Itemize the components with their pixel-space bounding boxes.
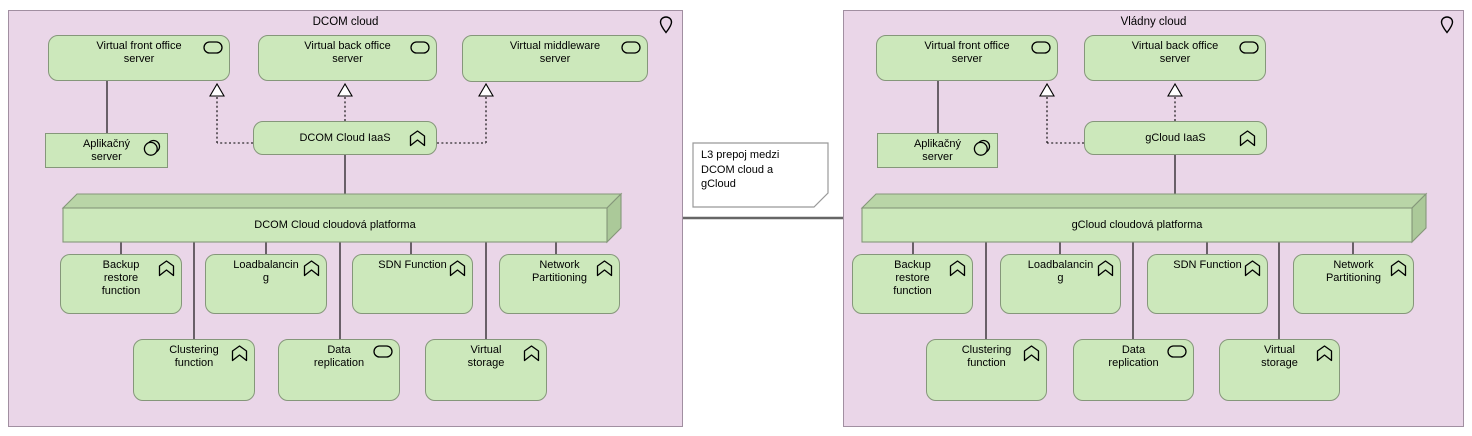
node-label: Virtual storage bbox=[1261, 344, 1298, 369]
system-software-icon bbox=[143, 139, 161, 156]
dcom-node-iaas[interactable]: DCOM Cloud IaaS bbox=[253, 121, 437, 155]
function-icon bbox=[1390, 260, 1407, 277]
gcloud-node-iaas[interactable]: gCloud IaaS bbox=[1084, 121, 1267, 155]
dcom-node-backup-restore-function[interactable]: Backup restore function bbox=[60, 254, 182, 314]
node-label: Backup restore function bbox=[101, 259, 141, 297]
dcom-node-clustering-function[interactable]: Clustering function bbox=[133, 339, 255, 401]
technology-service-icon bbox=[621, 41, 641, 54]
dcom-node-virtual-back-office-server[interactable]: Virtual back office server bbox=[258, 35, 437, 81]
dcom-node-aplikacny-server[interactable]: Aplikačný server bbox=[45, 133, 168, 168]
node-label: Virtual back office server bbox=[1131, 40, 1219, 65]
node-label: DCOM Cloud cloudová platforma bbox=[254, 219, 416, 231]
gcloud-node-virtual-front-office-server[interactable]: Virtual front office server bbox=[876, 35, 1058, 81]
function-icon bbox=[1023, 345, 1040, 362]
technology-service-icon bbox=[1167, 345, 1187, 358]
node-label: Clustering function bbox=[961, 344, 1012, 369]
gcloud-node-platform[interactable]: gCloud cloudová platforma bbox=[862, 208, 1412, 242]
function-icon bbox=[303, 260, 320, 277]
function-icon bbox=[409, 130, 426, 147]
technology-service-icon bbox=[1239, 41, 1259, 54]
gcloud-node-virtual-back-office-server[interactable]: Virtual back office server bbox=[1084, 35, 1266, 81]
node-label: gCloud cloudová platforma bbox=[1071, 219, 1203, 231]
technology-service-icon bbox=[1031, 41, 1051, 54]
node-label: Loadbalancin g bbox=[1027, 259, 1094, 284]
function-icon bbox=[949, 260, 966, 277]
dcom-node-loadbalancing[interactable]: Loadbalancin g bbox=[205, 254, 327, 314]
location-pin-icon bbox=[1440, 16, 1454, 34]
location-pin-icon bbox=[659, 16, 673, 34]
node-label: Network Partitioning bbox=[531, 259, 588, 284]
dcom-node-network-partitioning[interactable]: Network Partitioning bbox=[499, 254, 620, 314]
function-icon bbox=[523, 345, 540, 362]
dcom-node-virtual-middleware-server[interactable]: Virtual middleware server bbox=[462, 35, 648, 82]
node-label: Aplikačný server bbox=[913, 138, 962, 163]
node-label: Loadbalancin g bbox=[233, 259, 299, 284]
node-label: Virtual storage bbox=[467, 344, 505, 369]
node-label: Virtual front office server bbox=[924, 40, 1010, 65]
technology-service-icon bbox=[410, 41, 430, 54]
node-label: SDN Function bbox=[1173, 259, 1242, 271]
technology-service-icon bbox=[203, 41, 223, 54]
node-label: SDN Function bbox=[378, 259, 447, 271]
dcom-node-sdn-function[interactable]: SDN Function bbox=[352, 254, 473, 314]
node-label: Data replication bbox=[313, 344, 365, 369]
node-label: gCloud IaaS bbox=[1145, 131, 1206, 144]
function-icon bbox=[596, 260, 613, 277]
location-title: Vládny cloud bbox=[1120, 16, 1187, 28]
gcloud-node-sdn-function[interactable]: SDN Function bbox=[1147, 254, 1268, 314]
function-icon bbox=[1097, 260, 1114, 277]
gcloud-node-loadbalancing[interactable]: Loadbalancin g bbox=[1000, 254, 1121, 314]
node-label: Backup restore function bbox=[893, 259, 932, 297]
node-label: DCOM Cloud IaaS bbox=[299, 131, 391, 144]
location-title: DCOM cloud bbox=[312, 16, 379, 28]
node-label: Virtual middleware server bbox=[509, 40, 601, 65]
gcloud-node-network-partitioning[interactable]: Network Partitioning bbox=[1293, 254, 1414, 314]
node-label: Aplikačný server bbox=[82, 138, 131, 163]
function-icon bbox=[1239, 130, 1256, 147]
function-icon bbox=[449, 260, 466, 277]
node-label: Virtual back office server bbox=[304, 40, 391, 65]
function-icon bbox=[158, 260, 175, 277]
dcom-node-data-replication[interactable]: Data replication bbox=[278, 339, 400, 401]
function-icon bbox=[231, 345, 248, 362]
dcom-node-virtual-storage[interactable]: Virtual storage bbox=[425, 339, 547, 401]
function-icon bbox=[1244, 260, 1261, 277]
node-label: Clustering function bbox=[169, 344, 219, 369]
gcloud-node-clustering-function[interactable]: Clustering function bbox=[926, 339, 1047, 401]
gcloud-node-data-replication[interactable]: Data replication bbox=[1073, 339, 1194, 401]
system-software-icon bbox=[973, 139, 991, 156]
node-label: Virtual front office server bbox=[96, 40, 182, 65]
gcloud-node-backup-restore-function[interactable]: Backup restore function bbox=[852, 254, 973, 314]
node-label: Network Partitioning bbox=[1325, 259, 1382, 284]
gcloud-node-aplikacny-server[interactable]: Aplikačný server bbox=[877, 133, 998, 168]
dcom-node-platform[interactable]: DCOM Cloud cloudová platforma bbox=[63, 208, 607, 242]
technology-service-icon bbox=[373, 345, 393, 358]
gcloud-node-virtual-storage[interactable]: Virtual storage bbox=[1219, 339, 1340, 401]
function-icon bbox=[1316, 345, 1333, 362]
note-l3-prepoj[interactable]: L3 prepoj medzi DCOM cloud a gCloud bbox=[701, 149, 780, 190]
dcom-node-virtual-front-office-server[interactable]: Virtual front office server bbox=[48, 35, 230, 81]
node-label: Data replication bbox=[1108, 344, 1159, 369]
